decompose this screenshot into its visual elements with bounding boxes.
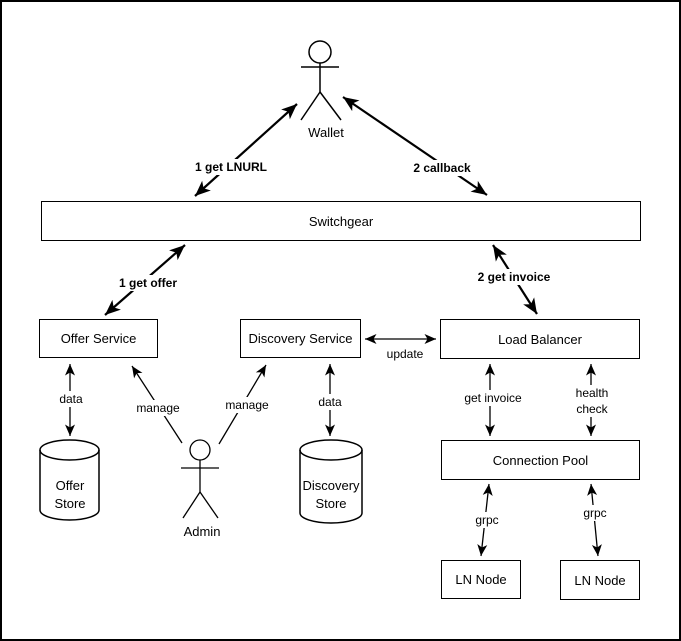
offer-store-label: Offer Store — [54, 478, 86, 511]
edge-label-grpc-left: grpc — [473, 512, 501, 528]
edge-label-grpc-right: grpc — [581, 505, 609, 521]
edge-label-callback: 2 callback — [411, 160, 473, 176]
connection-pool-node: Connection Pool — [441, 440, 640, 480]
discovery-service-node: Discovery Service — [240, 319, 361, 358]
wallet-label: Wallet — [308, 125, 344, 140]
wallet-actor-icon — [300, 40, 342, 121]
offer-store-cylinder — [39, 439, 100, 521]
edge-label-offer-data: data — [57, 391, 85, 407]
edge-label-get-offer: 1 get offer — [116, 275, 180, 291]
edge-label-health-check: health check — [573, 385, 611, 417]
offer-service-label: Offer Service — [60, 331, 137, 346]
arrow-callback — [342, 96, 488, 196]
ln-node-right: LN Node — [560, 560, 640, 600]
offer-service-node: Offer Service — [39, 319, 158, 358]
discovery-service-label: Discovery Service — [248, 331, 353, 346]
ln-node-left: LN Node — [441, 560, 521, 599]
discovery-store-cylinder — [299, 439, 363, 524]
connection-pool-label: Connection Pool — [492, 452, 589, 468]
discovery-store-label: Discovery Store — [302, 478, 360, 511]
switchgear-node: Switchgear — [41, 201, 641, 241]
edge-label-get-invoice-step: 2 get invoice — [475, 269, 553, 285]
admin-actor-icon — [181, 439, 219, 519]
edge-label-manage-offer: manage — [134, 400, 182, 416]
arrow-get-lnurl — [194, 103, 298, 197]
switchgear-label: Switchgear — [308, 213, 374, 229]
edge-label-manage-discovery: manage — [223, 397, 271, 413]
edge-label-get-invoice: get invoice — [462, 390, 524, 406]
load-balancer-node: Load Balancer — [440, 319, 640, 359]
admin-label: Admin — [183, 524, 221, 539]
load-balancer-label: Load Balancer — [498, 331, 582, 347]
edge-label-discovery-data: data — [316, 394, 344, 410]
edge-label-get-lnurl: 1 get LNURL — [193, 159, 269, 175]
edge-label-update: update — [384, 346, 426, 362]
ln-node-right-label: LN Node — [574, 572, 626, 588]
ln-node-left-label: LN Node — [455, 572, 507, 587]
